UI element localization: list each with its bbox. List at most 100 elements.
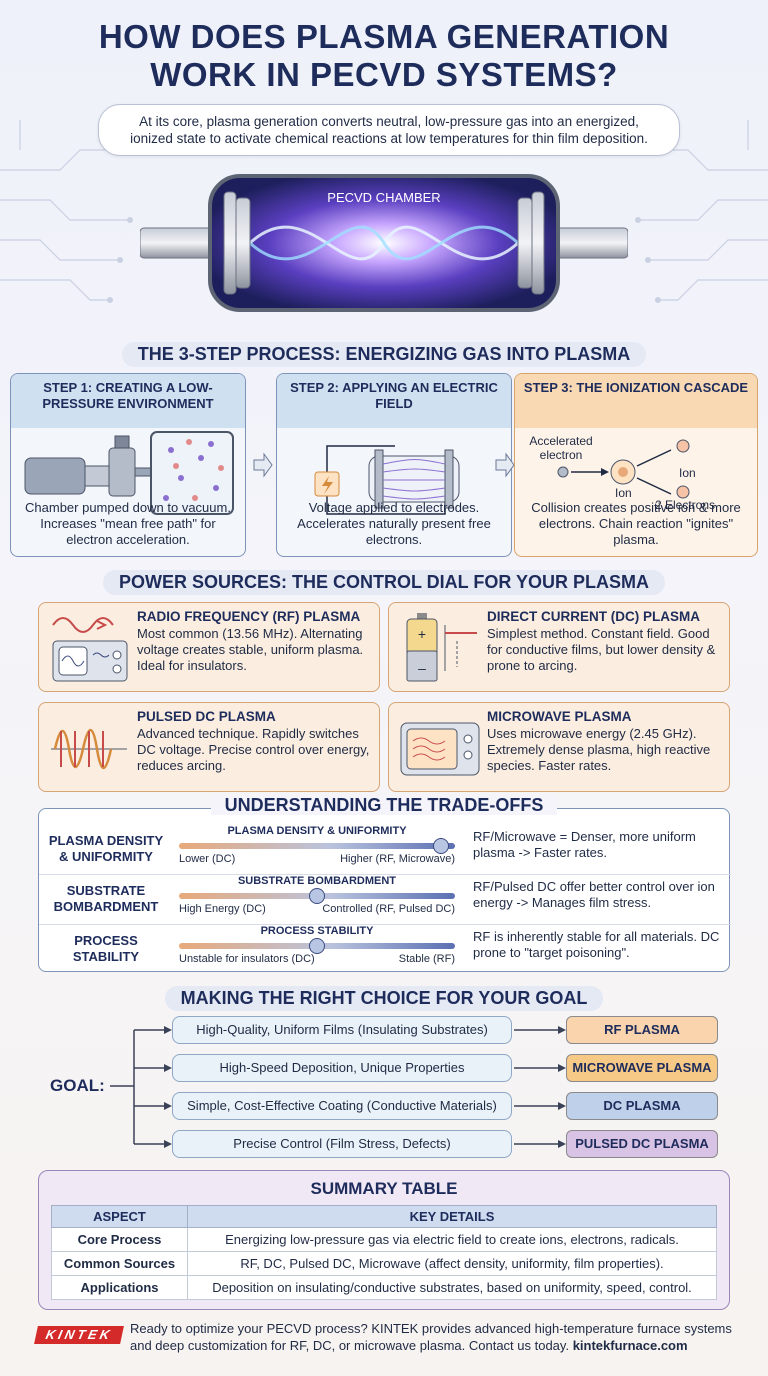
electric-field-icon: [314, 445, 460, 515]
rf-generator-icon: [52, 617, 128, 682]
step-1-card: STEP 1: CREATING A LOW-PRESSURE ENVIRONM…: [10, 373, 246, 557]
slider-right-label: Stable (RF): [398, 953, 455, 965]
intro-callout: At its core, plasma generation converts …: [98, 104, 680, 156]
power-desc-microwave: Uses microwave energy (2.45 GHz). Extrem…: [487, 726, 711, 773]
slider-title: SUBSTRATE BOMBARDMENT: [237, 875, 397, 887]
goal-option: Simple, Cost-Effective Coating (Conducti…: [172, 1092, 512, 1120]
process-heading: THE 3-STEP PROCESS: ENERGIZING GAS INTO …: [0, 342, 768, 367]
table-cell: Applications: [51, 1275, 188, 1300]
footer-cta: Ready to optimize your PECVD process? KI…: [130, 1320, 740, 1354]
table-cell: Energizing low-pressure gas via electric…: [187, 1227, 717, 1252]
accelerated-electron-label: Accelerated electron: [529, 434, 593, 462]
column-header: ASPECT: [51, 1205, 188, 1228]
table-header-row: ASPECT KEY DETAILS: [51, 1205, 717, 1228]
page-title: HOW DOES PLASMA GENERATION WORK IN PECVD…: [0, 18, 768, 94]
column-header: KEY DETAILS: [187, 1205, 717, 1228]
pecvd-chamber-illustration: PECVD CHAMBER: [139, 168, 629, 318]
tradeoff-note: RF is inherently stable for all material…: [473, 929, 720, 960]
ionization-cascade-icon: [557, 439, 690, 499]
tradeoff-label: PROCESS STABILITY: [72, 933, 140, 964]
ion-center-label: Ion: [615, 486, 632, 500]
slider-right-label: Higher (RF, Microwave): [340, 853, 455, 865]
power-desc-rf: Most common (13.56 MHz). Alternating vol…: [137, 626, 364, 673]
step-2-card: STEP 2: APPLYING AN ELECTRIC FIELD Volta…: [276, 373, 512, 557]
goal-option: Precise Control (Film Stress, Defects): [172, 1130, 512, 1158]
tradeoff-label: PLASMA DENSITY & UNIFORMITY: [48, 833, 164, 864]
step-1-title: STEP 1: CREATING A LOW-PRESSURE ENVIRONM…: [11, 374, 245, 428]
power-title-pulsed-dc: PULSED DC PLASMA: [137, 709, 276, 724]
svg-text:–: –: [418, 660, 426, 676]
power-card-dc: + – DIRECT CURRENT (DC) PLASMA Simplest …: [388, 602, 730, 692]
power-title-dc: DIRECT CURRENT (DC) PLASMA: [487, 609, 700, 624]
power-title-rf: RADIO FREQUENCY (RF) PLASMA: [137, 609, 361, 624]
summary-table: ASPECT KEY DETAILS Core Process Energizi…: [51, 1205, 717, 1300]
vacuum-pump-icon: [24, 431, 234, 515]
result-pulsed-dc-plasma: PULSED DC PLASMA: [566, 1130, 718, 1158]
power-heading-text: POWER SOURCES: THE CONTROL DIAL FOR YOUR…: [102, 570, 666, 595]
footer-website-link[interactable]: kintekfurnace.com: [572, 1338, 688, 1353]
tradeoff-note: RF/Pulsed DC offer better control over i…: [473, 879, 715, 910]
step-2-title: STEP 2: APPLYING AN ELECTRIC FIELD: [277, 374, 511, 428]
two-electrons-label: 2 Electrons: [655, 498, 716, 512]
tradeoff-row: PLASMA DENSITY & UNIFORMITY PLASMA DENSI…: [39, 825, 731, 875]
table-cell: Deposition on insulating/conductive subs…: [187, 1275, 717, 1300]
tradeoff-slider: [179, 838, 455, 854]
title-line-1: HOW DOES PLASMA GENERATION: [98, 18, 670, 55]
slider-left-label: Lower (DC): [179, 853, 236, 865]
battery-icon: + –: [406, 613, 477, 682]
goal-option: High-Speed Deposition, Unique Properties: [172, 1054, 512, 1082]
table-row: Applications Deposition on insulating/co…: [51, 1275, 717, 1300]
chamber-label: PECVD CHAMBER: [327, 190, 440, 205]
power-card-microwave: MICROWAVE PLASMA Uses microwave energy (…: [388, 702, 730, 792]
title-line-2: WORK IN PECVD SYSTEMS?: [150, 56, 618, 93]
ion-out-label: Ion: [679, 466, 696, 480]
tradeoff-slider: [179, 888, 455, 904]
summary-title: SUMMARY TABLE: [310, 1179, 458, 1198]
power-desc-dc: Simplest method. Constant field. Good fo…: [487, 626, 716, 673]
tradeoff-row: SUBSTRATE BOMBARDMENT SUBSTRATE BOMBARDM…: [39, 875, 731, 925]
arrow-right-icon: [495, 452, 515, 478]
power-heading: POWER SOURCES: THE CONTROL DIAL FOR YOUR…: [0, 570, 768, 595]
power-card-rf: RADIO FREQUENCY (RF) PLASMA Most common …: [38, 602, 380, 692]
tradeoff-label: SUBSTRATE BOMBARDMENT: [53, 883, 159, 914]
step-3-card: STEP 3: THE IONIZATION CASCADE Accelerat…: [514, 373, 758, 557]
goal-option: High-Quality, Uniform Films (Insulating …: [172, 1016, 512, 1044]
table-row: Common Sources RF, DC, Pulsed DC, Microw…: [51, 1251, 717, 1276]
power-title-microwave: MICROWAVE PLASMA: [487, 709, 632, 724]
slider-right-label: Controlled (RF, Pulsed DC): [322, 903, 455, 915]
choice-heading-text: MAKING THE RIGHT CHOICE FOR YOUR GOAL: [164, 986, 604, 1011]
table-cell: Common Sources: [51, 1251, 188, 1276]
power-card-pulsed-dc: PULSED DC PLASMA Advanced technique. Rap…: [38, 702, 380, 792]
table-cell: Core Process: [51, 1227, 188, 1252]
pulsed-wave-icon: [51, 728, 127, 770]
table-row: Core Process Energizing low-pressure gas…: [51, 1227, 717, 1252]
slider-title: PLASMA DENSITY & UNIFORMITY: [227, 825, 407, 837]
process-heading-text: THE 3-STEP PROCESS: ENERGIZING GAS INTO …: [121, 342, 647, 367]
slider-title: PROCESS STABILITY: [260, 925, 374, 937]
result-microwave-plasma: MICROWAVE PLASMA: [566, 1054, 718, 1082]
step-3-body: Collision creates positive ion & more el…: [531, 500, 741, 547]
kintek-logo: KINTEK: [34, 1326, 124, 1344]
microwave-icon: [400, 722, 480, 776]
result-dc-plasma: DC PLASMA: [566, 1092, 718, 1120]
tradeoff-slider: [179, 938, 455, 954]
tradeoffs-panel: PLASMA DENSITY & UNIFORMITY PLASMA DENSI…: [38, 808, 731, 975]
step-2-body: Voltage applied to electrodes. Accelerat…: [297, 500, 491, 547]
summary-table-panel: SUMMARY TABLE ASPECT KEY DETAILS Core Pr…: [38, 1170, 730, 1310]
table-cell: RF, DC, Pulsed DC, Microwave (affect den…: [187, 1251, 717, 1276]
footer-text: Ready to optimize your PECVD process? KI…: [130, 1321, 732, 1353]
choice-heading: MAKING THE RIGHT CHOICE FOR YOUR GOAL: [0, 986, 768, 1011]
slider-knob: [309, 888, 325, 904]
power-desc-pulsed-dc: Advanced technique. Rapidly switches DC …: [137, 726, 370, 773]
step-3-title: STEP 3: THE IONIZATION CASCADE: [515, 374, 757, 428]
step-1-body: Chamber pumped down to vacuum. Increases…: [25, 500, 231, 547]
tradeoff-note: RF/Microwave = Denser, more uniform plas…: [473, 829, 696, 860]
arrow-right-icon: [253, 452, 273, 478]
goal-label: GOAL:: [50, 1076, 105, 1095]
tradeoff-row: PROCESS STABILITY PROCESS STABILITY Unst…: [39, 925, 731, 975]
slider-knob: [309, 938, 325, 954]
result-rf-plasma: RF PLASMA: [566, 1016, 718, 1044]
tradeoffs-heading-text: UNDERSTANDING THE TRADE-OFFS: [210, 795, 558, 815]
slider-knob: [433, 838, 450, 854]
slider-left-label: Unstable for insulators (DC): [179, 953, 315, 965]
